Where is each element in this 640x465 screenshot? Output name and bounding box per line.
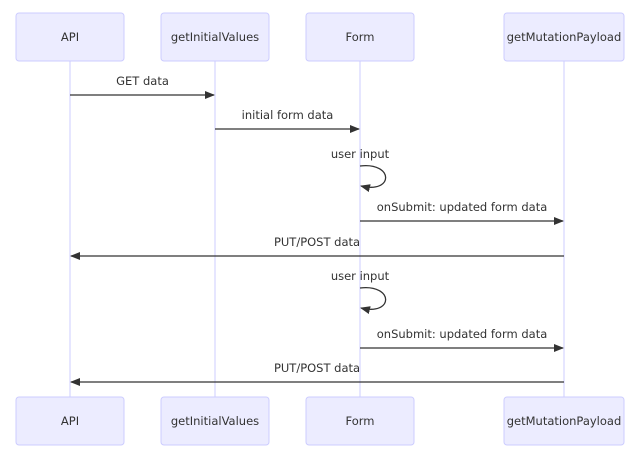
self-message-arrow [359, 165, 387, 193]
actor-box [305, 12, 415, 62]
actor-gmp-bottom: getMutationPayload [503, 396, 625, 446]
actor-label: API [61, 30, 79, 44]
actor-box [160, 396, 270, 446]
actor-label: API [61, 414, 79, 428]
message-label: user input [331, 147, 390, 161]
message-8: PUT/POST data [70, 361, 564, 386]
message-4: onSubmit: updated form data [360, 200, 564, 225]
actor-giv-top: getInitialValues [160, 12, 270, 62]
actor-box [305, 396, 415, 446]
actor-box [160, 12, 270, 62]
actor-box [15, 396, 125, 446]
actor-gmp-top: getMutationPayload [503, 12, 625, 62]
actor-label: Form [346, 30, 375, 44]
actor-label: Form [346, 414, 375, 428]
self-message-arrow [359, 287, 387, 315]
actor-giv-bottom: getInitialValues [160, 396, 270, 446]
actor-label: getInitialValues [171, 30, 259, 44]
actor-box [503, 12, 625, 62]
actor-label: getMutationPayload [507, 414, 622, 428]
actor-label: getMutationPayload [507, 30, 622, 44]
message-6: user input [331, 269, 390, 315]
message-5: PUT/POST data [70, 235, 564, 260]
actor-box [503, 396, 625, 446]
message-label: user input [331, 269, 390, 283]
message-2: initial form data [215, 108, 360, 133]
message-label: GET data [116, 74, 169, 88]
message-label: onSubmit: updated form data [377, 200, 548, 214]
actor-api-top: API [15, 12, 125, 62]
message-1: GET data [70, 74, 215, 99]
message-3: user input [331, 147, 390, 193]
message-label: initial form data [242, 108, 334, 122]
actor-api-bottom: API [15, 396, 125, 446]
actor-label: getInitialValues [171, 414, 259, 428]
actor-form-bottom: Form [305, 396, 415, 446]
actor-box [15, 12, 125, 62]
message-label: PUT/POST data [274, 235, 360, 249]
message-label: PUT/POST data [274, 361, 360, 375]
actor-form-top: Form [305, 12, 415, 62]
message-label: onSubmit: updated form data [377, 327, 548, 341]
message-7: onSubmit: updated form data [360, 327, 564, 352]
